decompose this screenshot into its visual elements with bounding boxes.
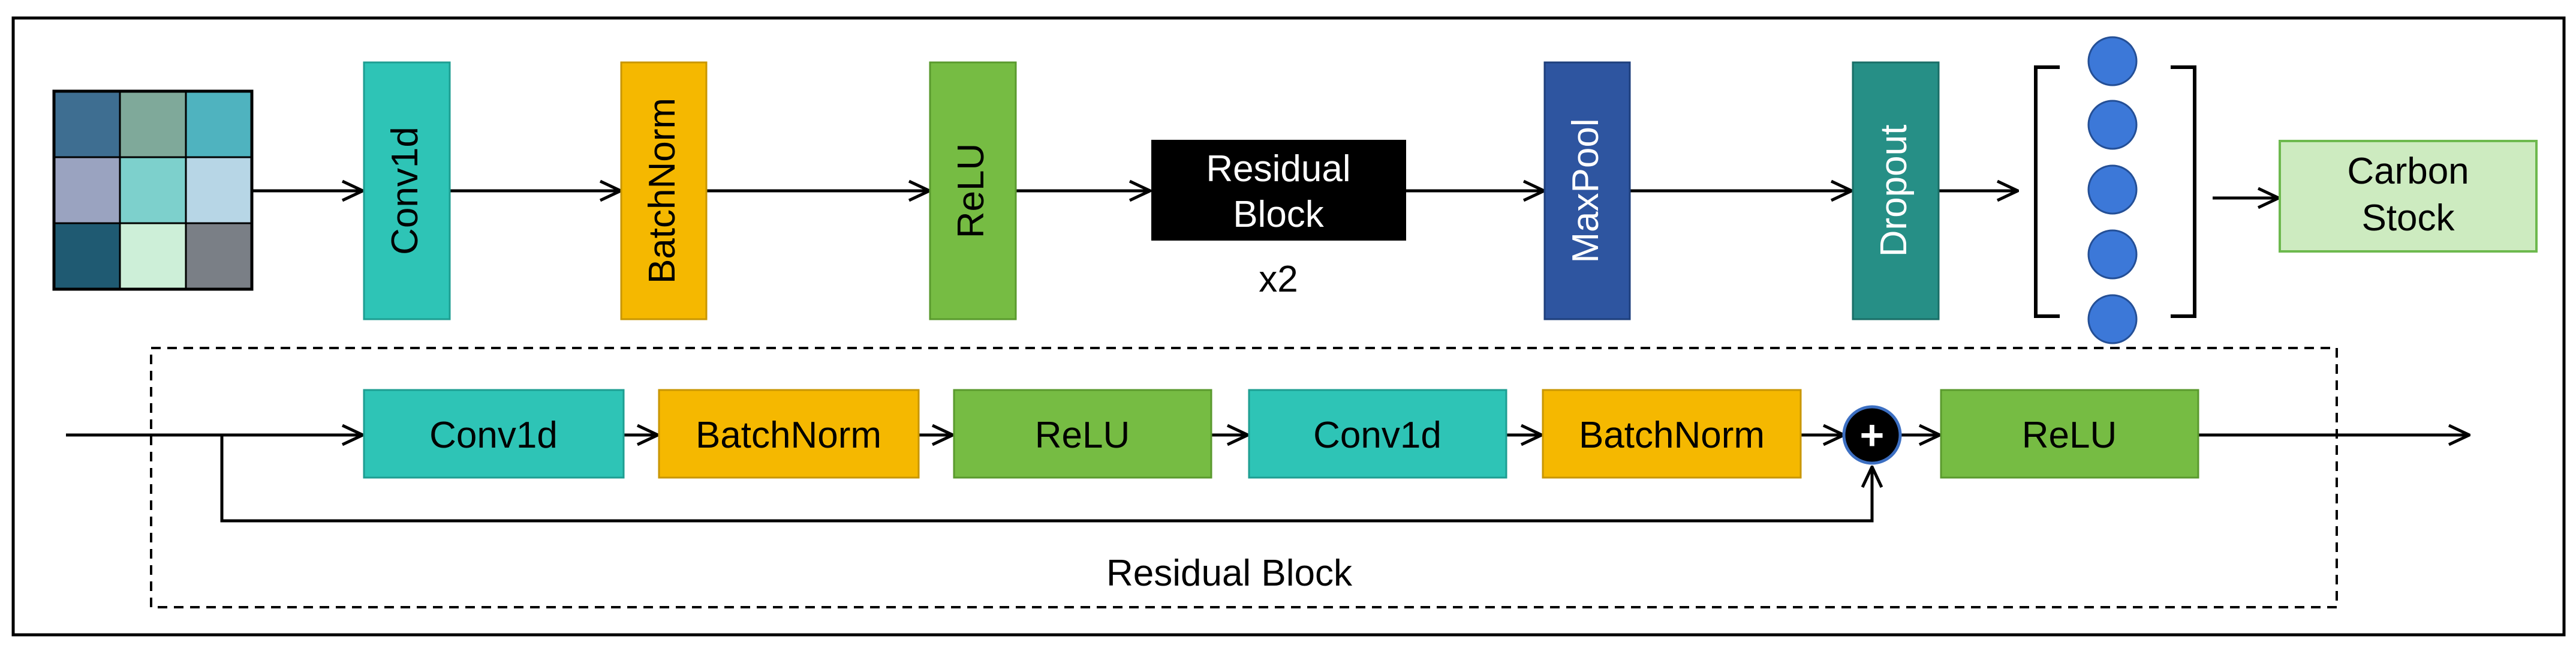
right-bracket [2171, 65, 2196, 318]
res-batchnorm-2-block: BatchNorm [1542, 389, 1802, 479]
grid-cell [120, 157, 186, 223]
batchnorm-label: BatchNorm [642, 98, 683, 284]
grid-cell [186, 157, 252, 223]
neuron [2087, 36, 2138, 86]
res-batchnorm-2-label: BatchNorm [1579, 415, 1765, 456]
conv1d-block: Conv1d [363, 61, 451, 320]
addition-node: + [1842, 405, 1902, 465]
residual-block-caption: Residual Block [1106, 553, 1353, 594]
res-conv1d-1-block: Conv1d [363, 389, 625, 479]
residual-block: Residual Block [1151, 140, 1406, 241]
res-conv1d-1-label: Conv1d [429, 415, 558, 456]
grid-cell [54, 157, 120, 223]
maxpool-label: MaxPool [1565, 118, 1606, 263]
carbon-stock-output: Carbon Stock [2279, 140, 2538, 253]
relu-block: ReLU [929, 61, 1017, 320]
skip-connection [220, 435, 1872, 523]
res-relu-1-label: ReLU [1035, 415, 1130, 456]
res-relu-2-block: ReLU [1940, 389, 2199, 479]
neuron [2087, 229, 2138, 280]
res-conv1d-2-label: Conv1d [1313, 415, 1442, 456]
neuron [2087, 294, 2138, 344]
maxpool-block: MaxPool [1543, 61, 1631, 320]
res-batchnorm-1-block: BatchNorm [658, 389, 920, 479]
residual-block-label-line1: Residual [1206, 148, 1350, 190]
conv1d-label: Conv1d [384, 127, 426, 255]
relu-label: ReLU [950, 143, 992, 239]
res-relu-2-label: ReLU [2022, 415, 2117, 456]
dense-layer [2034, 36, 2196, 344]
dropout-block: Dropout [1852, 61, 1940, 320]
res-relu-1-block: ReLU [953, 389, 1212, 479]
output-label-line2: Stock [2361, 197, 2455, 239]
grid-cell [186, 223, 252, 289]
residual-block-label-line2: Block [1233, 194, 1325, 235]
grid-cell [54, 223, 120, 289]
input-image-grid [52, 89, 254, 291]
neuron [2087, 164, 2138, 215]
grid-cell [120, 223, 186, 289]
res-batchnorm-1-label: BatchNorm [696, 415, 881, 456]
res-conv1d-2-block: Conv1d [1248, 389, 1507, 479]
grid-cell [54, 91, 120, 157]
grid-cell [186, 91, 252, 157]
grid-cell [120, 91, 186, 157]
left-bracket [2034, 65, 2060, 318]
neuron [2087, 100, 2138, 150]
batchnorm-block: BatchNorm [620, 61, 708, 320]
dropout-label: Dropout [1873, 125, 1915, 257]
residual-block-container [150, 347, 2338, 608]
plus-icon: + [1860, 412, 1885, 458]
repeat-label: x2 [1259, 259, 1298, 300]
output-label-line1: Carbon [2347, 151, 2469, 192]
